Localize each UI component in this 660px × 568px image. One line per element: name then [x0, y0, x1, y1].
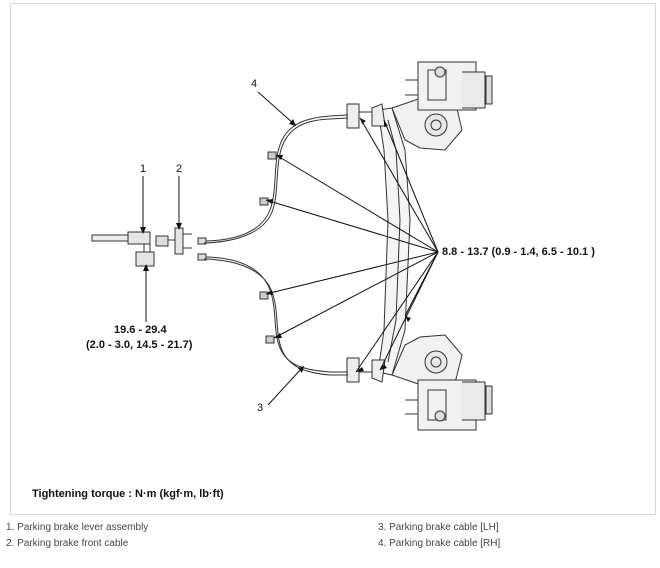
rh-cable: [205, 114, 349, 242]
rear-axle-beam: [346, 103, 411, 383]
torque-leader-lines: [145, 117, 439, 373]
lever-assembly: [91, 227, 192, 267]
callout-leaders: [142, 91, 303, 406]
legend-item-1: 1. Parking brake lever assembly: [6, 522, 149, 533]
callout-3: 3: [257, 402, 264, 414]
callout-1: 1: [140, 163, 147, 175]
rh-wheel-assembly: [391, 61, 493, 151]
callout-2: 2: [176, 163, 183, 175]
arrowheads: [140, 118, 411, 373]
callout-4: 4: [251, 78, 258, 90]
torque-spec-lever-line1: 19.6 - 29.4: [114, 324, 167, 336]
legend-item-2: 2. Parking brake front cable: [6, 538, 129, 549]
legend-item-4: 4. Parking brake cable [RH]: [378, 538, 501, 549]
figure-frame: [10, 3, 656, 515]
lh-cable: [205, 256, 348, 373]
torque-spec-cable: 8.8 - 13.7 (0.9 - 1.4, 6.5 - 10.1 ): [442, 246, 595, 258]
front-cable: [197, 237, 207, 261]
lh-wheel-assembly: [391, 334, 493, 431]
torque-spec-lever-line2: (2.0 - 3.0, 14.5 - 21.7): [86, 339, 193, 351]
tightening-torque-note: Tightening torque : N·m (kgf·m, lb·ft): [32, 488, 224, 500]
legend-item-3: 3. Parking brake cable [LH]: [378, 522, 499, 533]
